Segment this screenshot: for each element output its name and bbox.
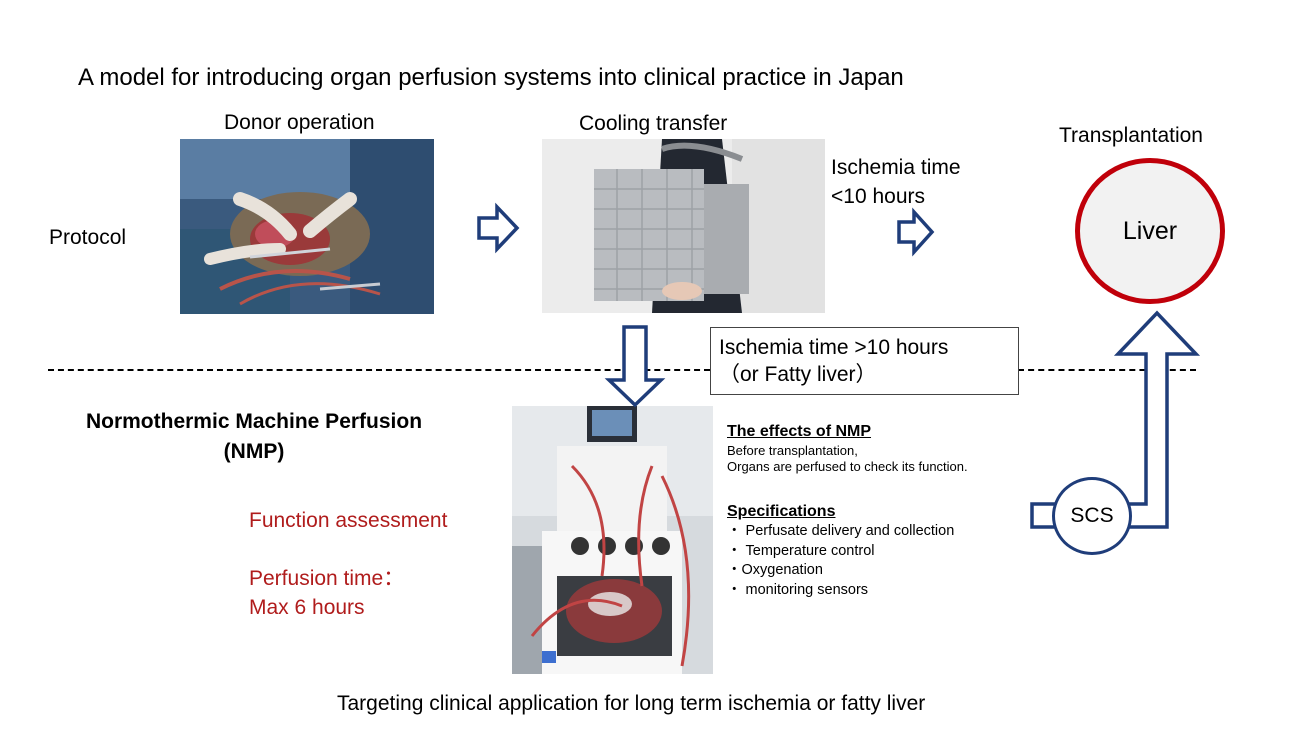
liver-label: Liver (1122, 216, 1178, 245)
ischemia-long-box: Ischemia time >10 hours （or Fatty liver） (710, 327, 1019, 395)
spec-item: ・ Perfusate delivery and collection (727, 523, 955, 539)
liver-circle: Liver (1075, 158, 1225, 304)
page-title: A model for introducing organ perfusion … (78, 64, 904, 91)
ischemia-short-text: Ischemia time <10 hours (831, 153, 961, 211)
spec-item: ・ Temperature control (727, 542, 875, 559)
arrow-right-icon (477, 202, 520, 254)
nmp-machine-photo (512, 406, 713, 674)
ischemia-long-line2: （or Fatty liver） (719, 363, 877, 386)
arrow-right-icon (897, 207, 935, 257)
transplantation-label: Transplantation (1059, 124, 1203, 147)
scs-label: SCS (1070, 504, 1114, 527)
footer-text: Targeting clinical application for long … (337, 692, 926, 715)
effects-heading: The effects of NMP (727, 423, 872, 440)
spec-item: ・ monitoring sensors (727, 581, 869, 598)
ischemia-long-line1: Ischemia time >10 hours (719, 336, 949, 359)
effects-line1: Before transplantation, (727, 443, 858, 458)
separator-line-right (1018, 369, 1196, 371)
scs-circle: SCS (1052, 477, 1132, 555)
specifications-block: Specifications ・ Perfusate delivery and … (727, 503, 954, 600)
separator-line-left (48, 369, 710, 371)
donor-operation-photo (180, 139, 434, 314)
arrow-down-icon (604, 325, 666, 408)
perfusion-time-text: Perfusion time： Max 6 hours (249, 564, 404, 622)
protocol-label: Protocol (49, 226, 127, 249)
perfusion-time-line1: Perfusion time： (249, 567, 405, 590)
ischemia-short-line1: Ischemia time (831, 156, 961, 179)
nmp-title: Normothermic Machine Perfusion (NMP) (44, 407, 464, 467)
specifications-heading: Specifications (727, 503, 836, 520)
effects-line2: Organs are perfused to check its functio… (727, 459, 968, 474)
ischemia-short-line2: <10 hours (831, 185, 925, 208)
function-assessment-text: Function assessment (249, 509, 448, 532)
spec-item: ・Oxygenation (727, 562, 823, 578)
effects-block: The effects of NMP Before transplantatio… (727, 423, 968, 475)
nmp-title-line1: Normothermic Machine Perfusion (85, 410, 423, 433)
donor-operation-label: Donor operation (224, 111, 375, 134)
perfusion-time-line2: Max 6 hours (249, 596, 365, 619)
nmp-title-line2: (NMP) (223, 440, 285, 463)
cooling-transfer-label: Cooling transfer (579, 112, 728, 135)
cooling-transfer-photo (542, 139, 825, 313)
